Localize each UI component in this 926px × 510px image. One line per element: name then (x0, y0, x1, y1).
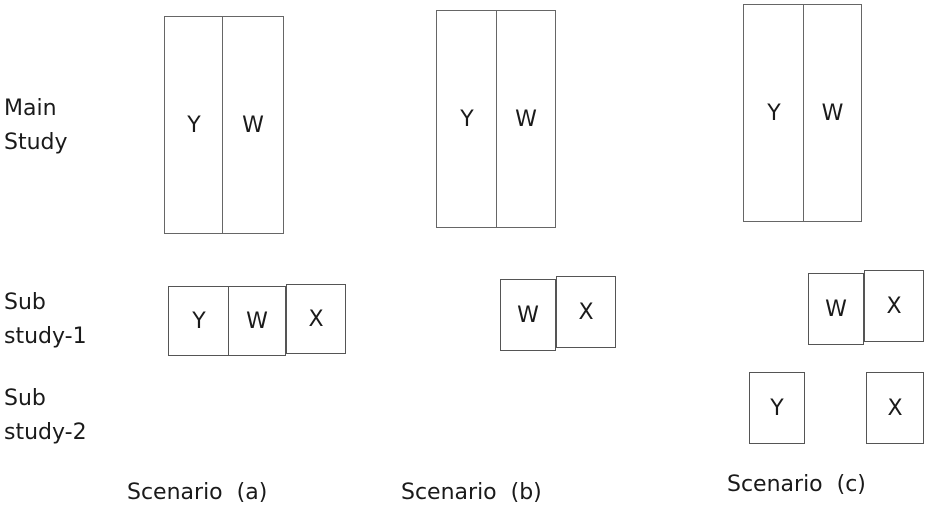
scenario-b-label: Scenario (b) (401, 480, 542, 505)
box-label: X (886, 293, 902, 319)
scenario-b-main-y-box: Y (436, 10, 498, 228)
box-label: W (246, 308, 268, 334)
row-label-sub-study-2: Sub study-2 (4, 386, 87, 445)
scenario-b-sub1-x-box: X (556, 276, 616, 348)
box-label: W (821, 100, 844, 126)
row-label-sub-study-1: Sub study-1 (4, 290, 87, 349)
row-label-main-study: Main Study (4, 96, 68, 155)
scenario-c-main-w-box: W (803, 4, 862, 222)
scenario-c-sub2-x-box: X (866, 372, 924, 444)
box-label: X (308, 306, 324, 332)
box-label: W (517, 302, 539, 328)
box-label: W (825, 296, 847, 322)
scenario-c-sub1-w-box: W (808, 273, 864, 345)
scenario-b-main-w-box: W (496, 10, 556, 228)
scenario-c-sub2-y-box: Y (749, 372, 805, 444)
scenario-a-sub1-y-box: Y (168, 286, 230, 356)
box-label: X (578, 299, 594, 325)
box-label: Y (187, 112, 201, 138)
box-label: Y (192, 308, 206, 334)
box-label: Y (460, 106, 474, 132)
scenario-a-sub1-w-box: W (228, 286, 286, 356)
box-label: Y (767, 100, 781, 126)
box-label: X (887, 395, 903, 421)
scenario-c-sub1-x-box: X (864, 270, 924, 342)
box-label: W (242, 112, 264, 138)
scenario-b-sub1-w-box: W (500, 279, 556, 351)
scenario-a-sub1-x-box: X (286, 284, 346, 354)
scenario-a-main-w-box: W (222, 16, 284, 234)
scenario-a-main-y-box: Y (164, 16, 224, 234)
scenario-c-main-y-box: Y (743, 4, 805, 222)
scenario-a-label: Scenario (a) (127, 480, 268, 505)
scenario-c-label: Scenario (c) (727, 472, 866, 497)
box-label: W (515, 106, 537, 132)
box-label: Y (770, 395, 784, 421)
